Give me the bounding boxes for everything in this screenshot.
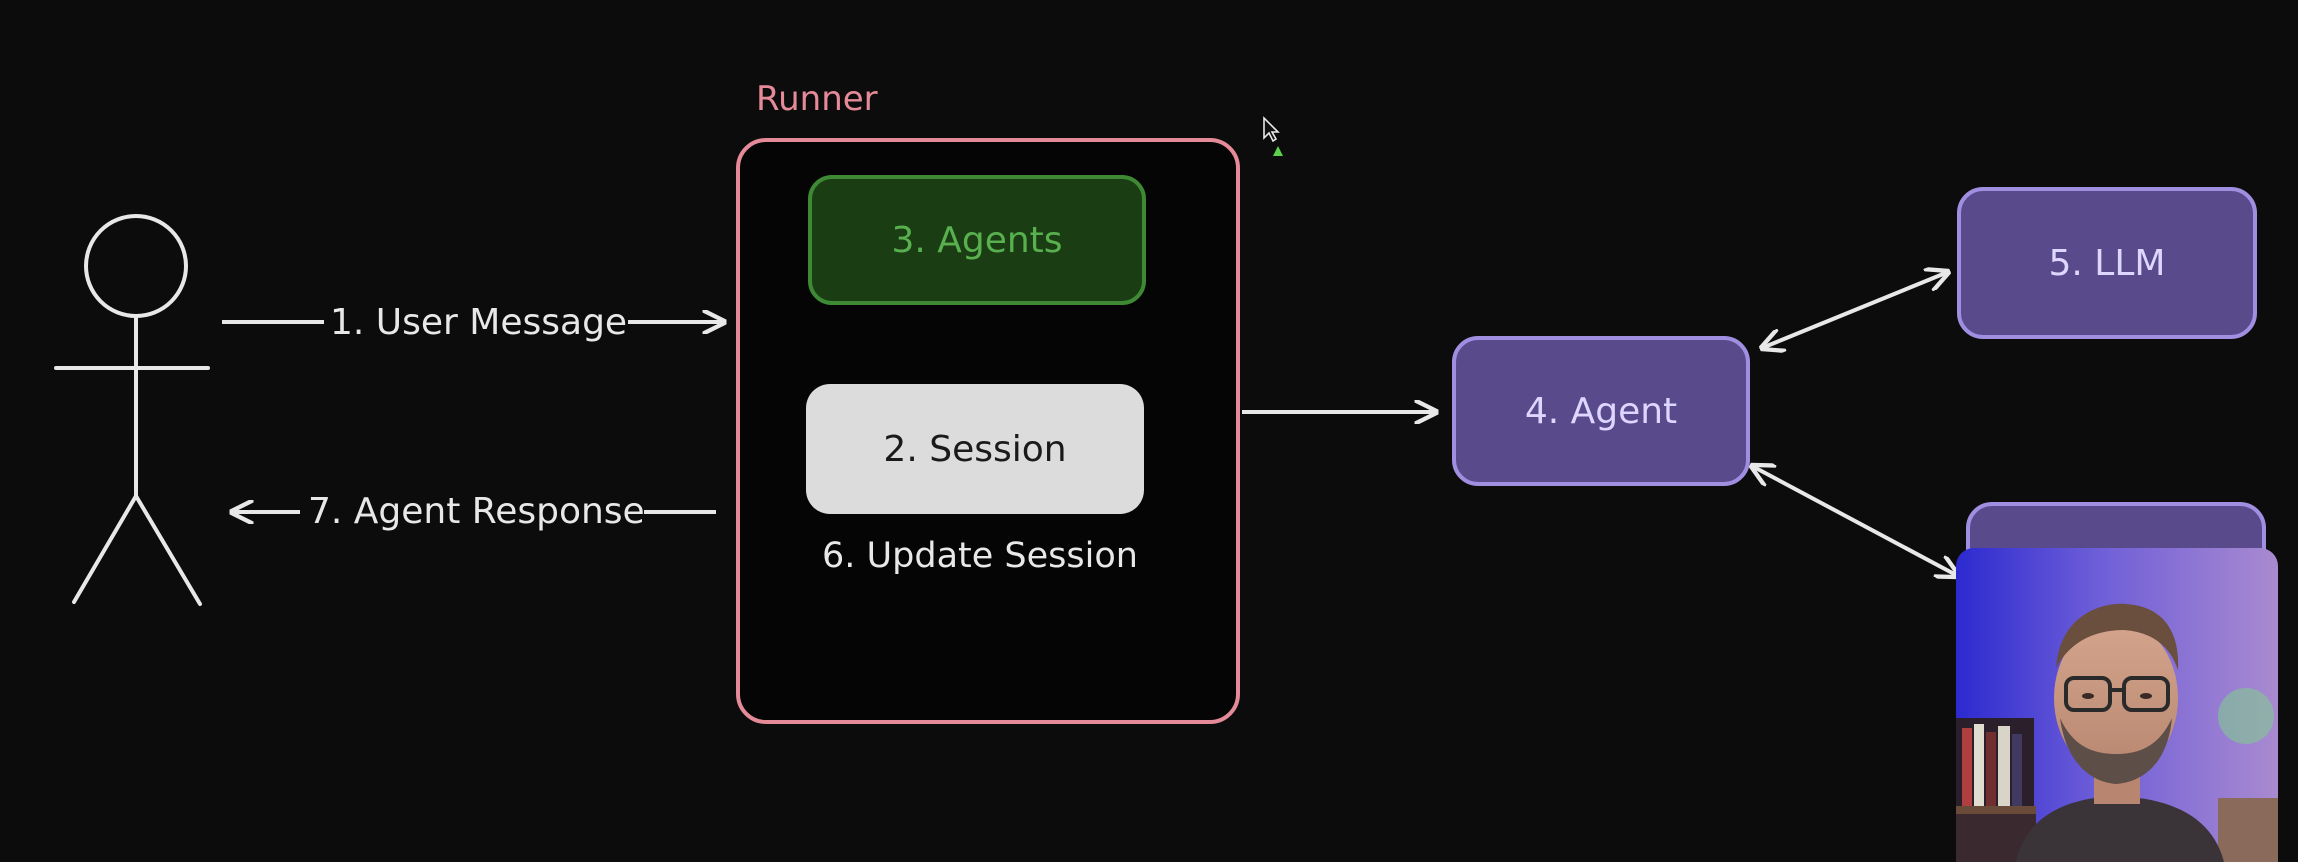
update-session-label: 6. Update Session bbox=[822, 536, 1138, 576]
agent-node: 4. Agent bbox=[1452, 336, 1750, 486]
agents-node-label: 3. Agents bbox=[891, 219, 1063, 261]
agent-tools-arrow bbox=[1752, 466, 1958, 576]
agent-response-label: 7. Agent Response bbox=[308, 491, 645, 532]
webcam-presenter-overlay bbox=[1956, 548, 2278, 862]
agent-llm-arrow bbox=[1762, 272, 1948, 348]
llm-node-label: 5. LLM bbox=[2048, 242, 2166, 284]
user-message-label: 1. User Message bbox=[330, 302, 628, 343]
agents-node: 3. Agents bbox=[808, 175, 1146, 305]
agent-node-label: 4. Agent bbox=[1524, 390, 1678, 432]
llm-node: 5. LLM bbox=[1957, 187, 2257, 339]
runner-title: Runner bbox=[756, 79, 878, 119]
session-node: 2. Session bbox=[806, 384, 1144, 514]
stick-figure-user-icon bbox=[54, 214, 210, 606]
session-node-label: 2. Session bbox=[883, 428, 1067, 470]
mouse-cursor-icon bbox=[1262, 116, 1292, 166]
